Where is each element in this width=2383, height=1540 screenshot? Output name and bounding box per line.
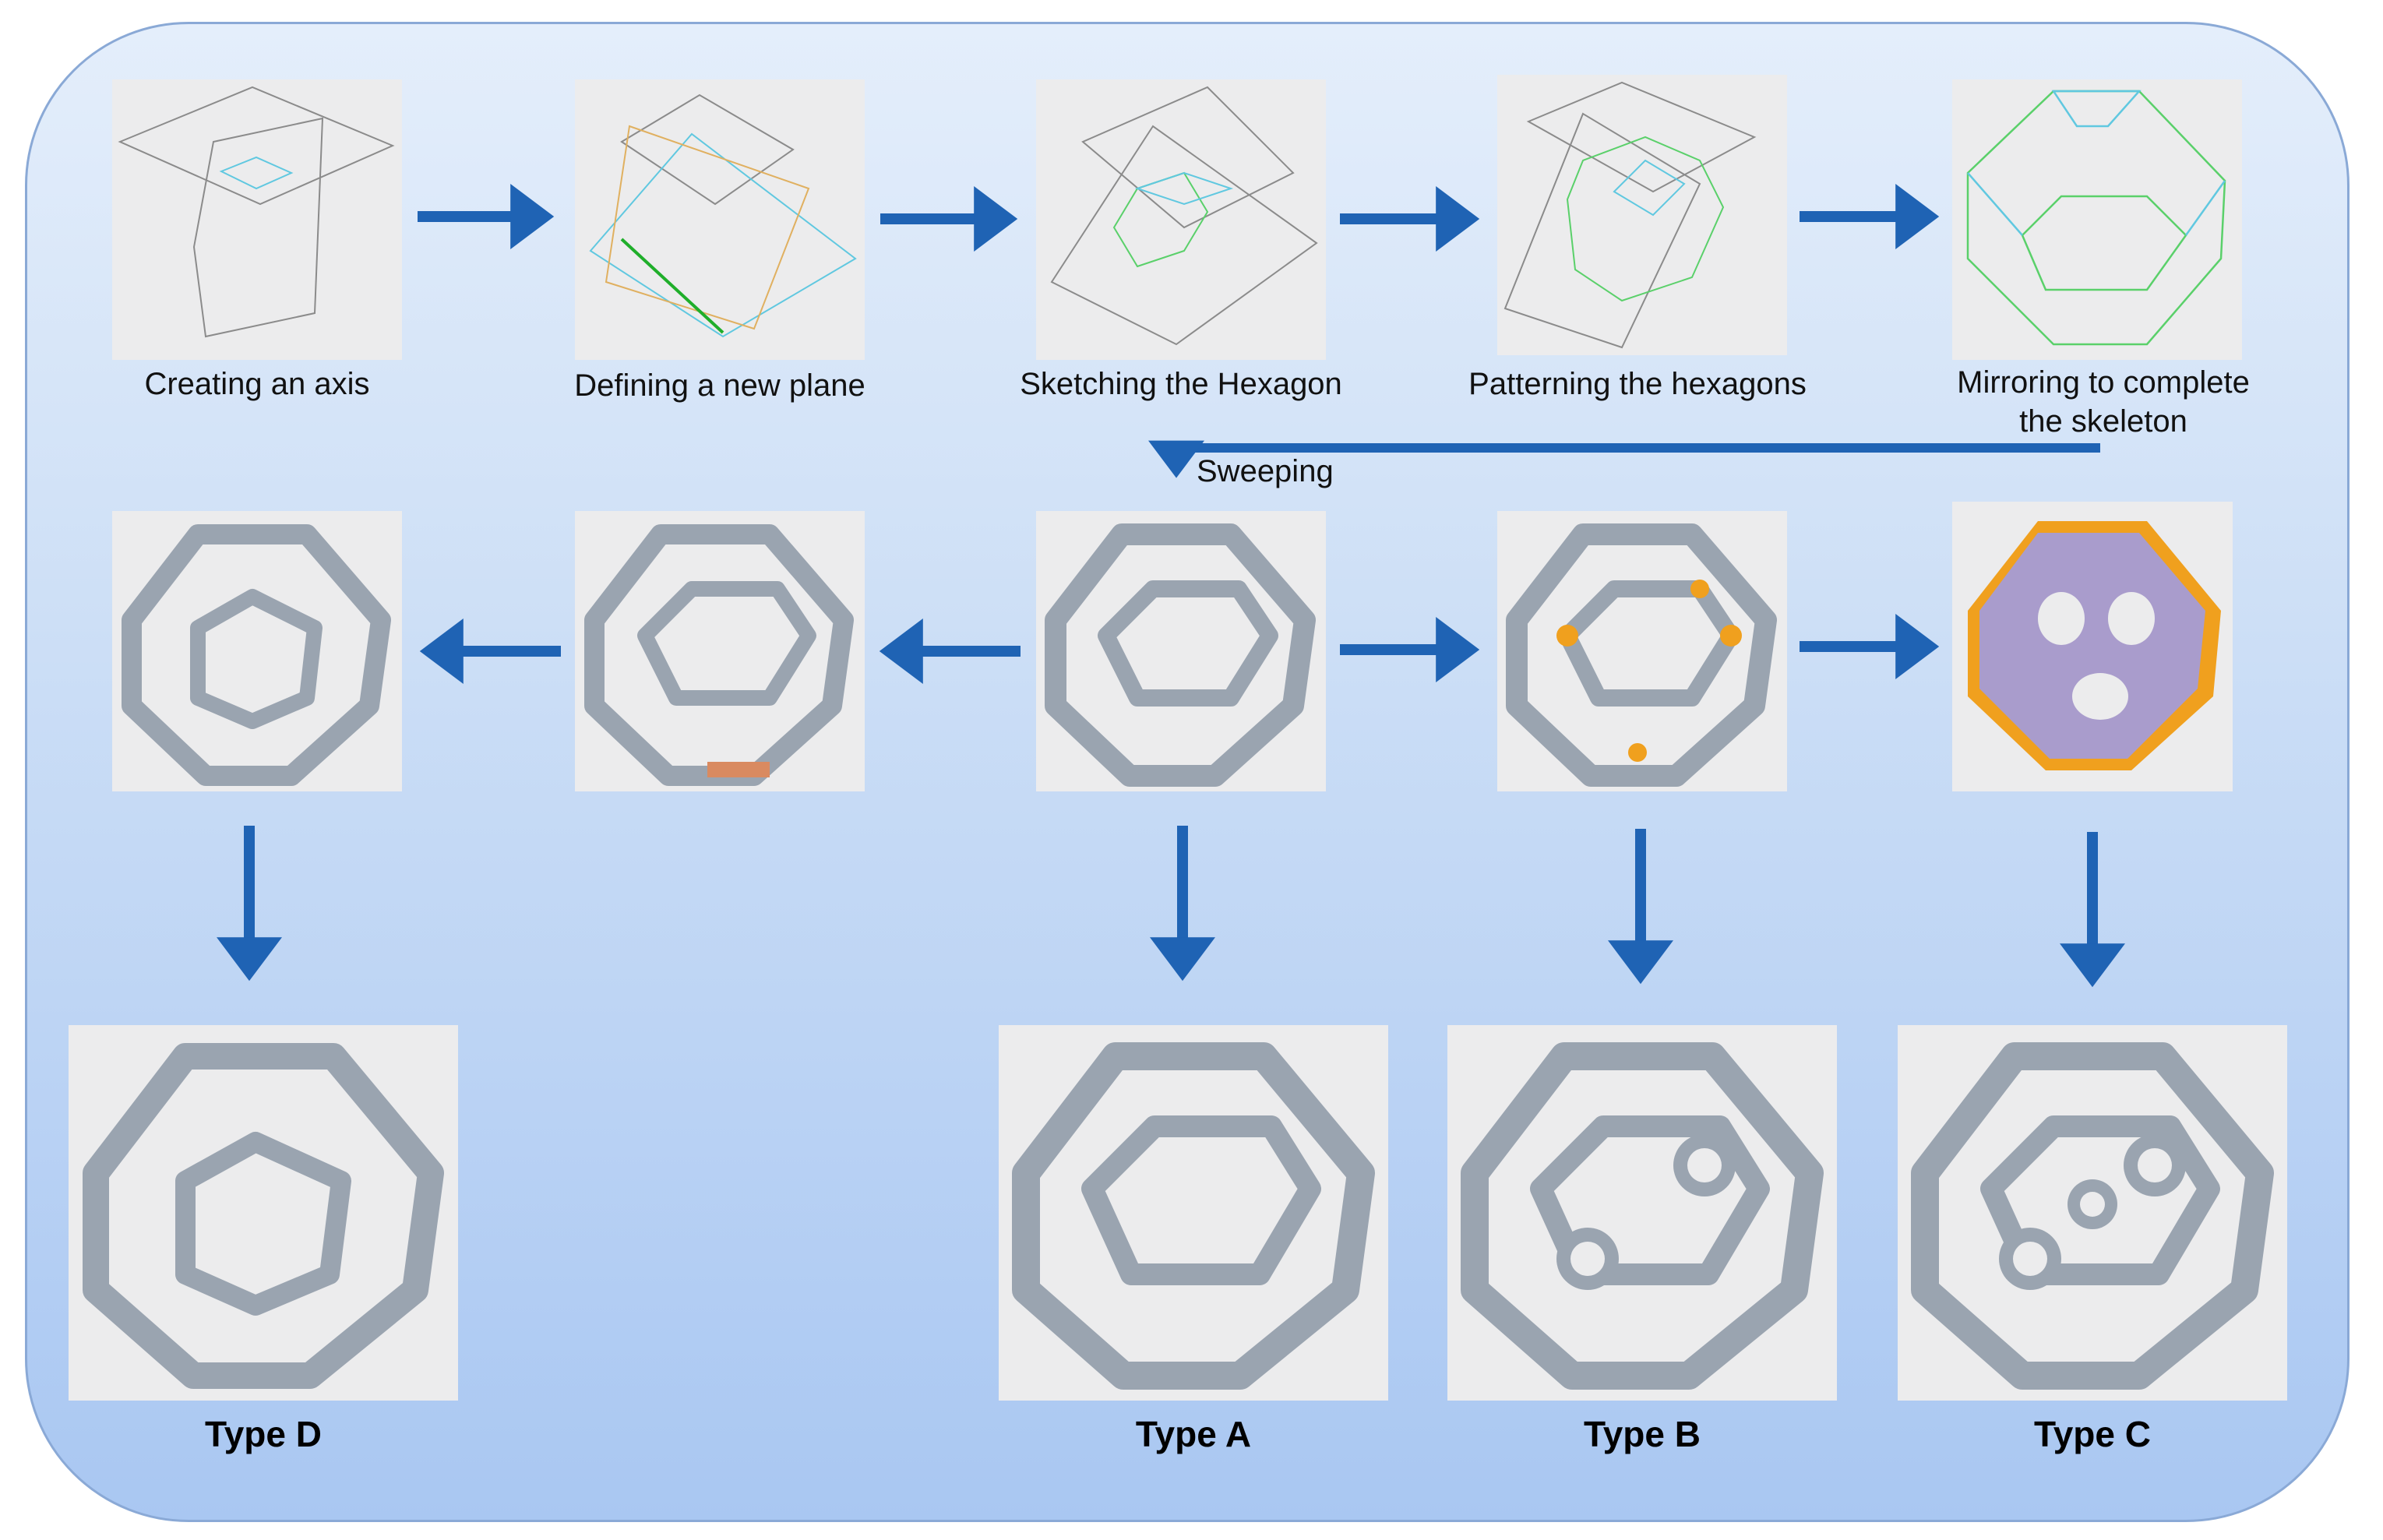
label-type-b: Type B bbox=[1584, 1414, 1701, 1454]
image-creating-axis bbox=[112, 79, 402, 360]
caption-creating-axis: Creating an axis bbox=[144, 367, 370, 401]
image-lattice-sweep-partial bbox=[575, 511, 865, 791]
caption-patterning-hexagons: Patterning the hexagons bbox=[1468, 367, 1807, 401]
image-lattice-d-build bbox=[112, 511, 402, 791]
caption-defining-plane: Defining a new plane bbox=[574, 368, 865, 403]
image-mirroring-skeleton bbox=[1952, 79, 2242, 360]
image-patterning-hexagons bbox=[1497, 75, 1787, 355]
image-type-a bbox=[999, 1025, 1388, 1401]
caption-sketching-hexagon: Sketching the Hexagon bbox=[1020, 367, 1342, 401]
image-lattice-fillet-c bbox=[1952, 502, 2233, 791]
image-sketching-hexagon bbox=[1036, 79, 1326, 360]
sweeping-label: Sweeping bbox=[1197, 454, 1334, 488]
label-type-d: Type D bbox=[205, 1414, 322, 1454]
caption-mirroring-skeleton: Mirroring to complete the skeleton bbox=[1957, 365, 2250, 439]
image-lattice-fillet-b bbox=[1497, 511, 1787, 791]
image-lattice-swept bbox=[1036, 511, 1326, 791]
image-type-d bbox=[69, 1025, 458, 1401]
image-type-b bbox=[1447, 1025, 1837, 1401]
label-type-c: Type C bbox=[2034, 1414, 2151, 1454]
label-type-a: Type A bbox=[1135, 1414, 1252, 1454]
image-type-c bbox=[1898, 1025, 2287, 1401]
image-defining-plane bbox=[575, 79, 865, 360]
